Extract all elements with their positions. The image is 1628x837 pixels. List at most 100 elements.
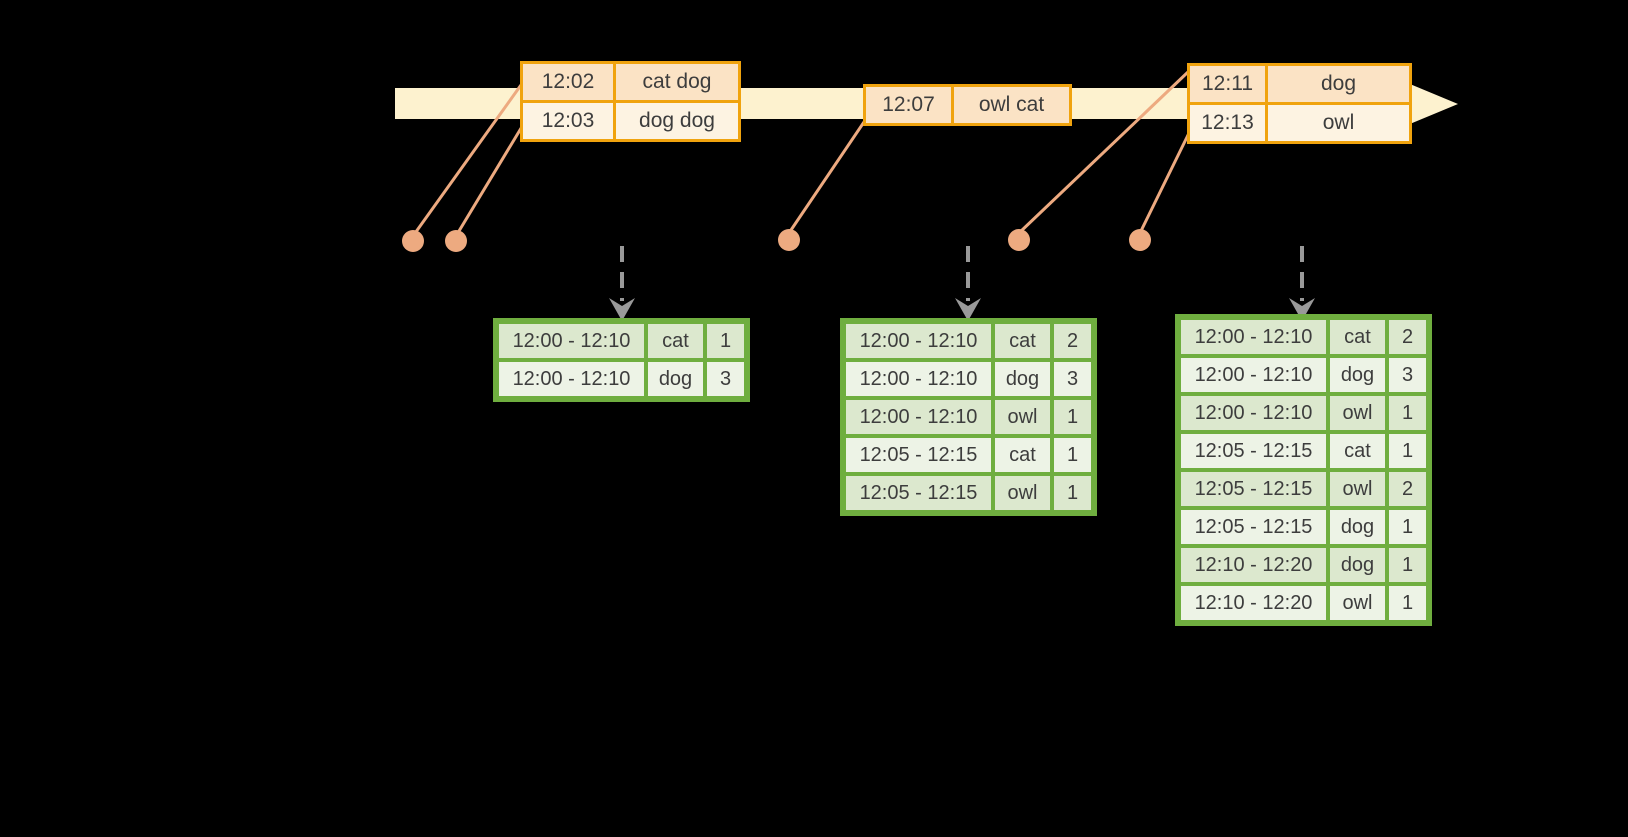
- word-cell: owl: [1330, 472, 1385, 506]
- window-cell: 12:05 - 12:15: [1181, 510, 1326, 544]
- window-cell: 12:00 - 12:10: [499, 324, 644, 358]
- count-cell: 1: [1054, 438, 1091, 472]
- count-cell: 1: [1054, 476, 1091, 510]
- word-cell: cat: [995, 438, 1050, 472]
- event-time-cell: 12:02: [520, 61, 616, 103]
- word-cell: owl: [1330, 396, 1385, 430]
- word-cell: dog: [1330, 548, 1385, 582]
- connector-line: [454, 124, 525, 237]
- count-cell: 3: [1389, 358, 1426, 392]
- word-cell: dog: [648, 362, 703, 396]
- event-dot: [778, 229, 800, 251]
- window-cell: 12:10 - 12:20: [1181, 548, 1326, 582]
- count-cell: 1: [1389, 396, 1426, 430]
- window-cell: 12:05 - 12:15: [1181, 472, 1326, 506]
- word-cell: owl: [1330, 586, 1385, 620]
- count-cell: 2: [1054, 324, 1091, 358]
- word-cell: dog: [1330, 358, 1385, 392]
- window-cell: 12:05 - 12:15: [1181, 434, 1326, 468]
- count-cell: 1: [1389, 434, 1426, 468]
- window-cell: 12:00 - 12:10: [846, 400, 991, 434]
- word-cell: dog: [1330, 510, 1385, 544]
- event-time-cell: 12:03: [520, 100, 616, 142]
- window-cell: 12:00 - 12:10: [1181, 358, 1326, 392]
- event-words-cell: dog dog: [613, 100, 741, 142]
- word-cell: cat: [1330, 434, 1385, 468]
- count-cell: 1: [1389, 548, 1426, 582]
- event-words-cell: cat dog: [613, 61, 741, 103]
- count-cell: 3: [1054, 362, 1091, 396]
- window-cell: 12:00 - 12:10: [1181, 320, 1326, 354]
- count-cell: 1: [1389, 510, 1426, 544]
- event-words-cell: dog: [1265, 63, 1412, 105]
- arrow-down-icon: [609, 298, 635, 321]
- arrow-down-icon: [955, 298, 981, 321]
- event-time-cell: 12:11: [1187, 63, 1268, 105]
- count-cell: 2: [1389, 472, 1426, 506]
- count-cell: 1: [1054, 400, 1091, 434]
- event-dot: [1129, 229, 1151, 251]
- word-cell: owl: [995, 400, 1050, 434]
- event-words-cell: owl: [1265, 102, 1412, 144]
- count-cell: 1: [1389, 586, 1426, 620]
- event-dot: [1008, 229, 1030, 251]
- count-cell: 2: [1389, 320, 1426, 354]
- event-words-cell: owl cat: [951, 84, 1072, 126]
- window-cell: 12:00 - 12:10: [846, 362, 991, 396]
- word-cell: cat: [995, 324, 1050, 358]
- window-cell: 12:00 - 12:10: [846, 324, 991, 358]
- count-cell: 3: [707, 362, 744, 396]
- connector-line: [1017, 70, 1190, 235]
- event-time-cell: 12:07: [863, 84, 954, 126]
- event-time-cell: 12:13: [1187, 102, 1268, 144]
- window-cell: 12:05 - 12:15: [846, 476, 991, 510]
- connector-line: [787, 121, 866, 234]
- count-cell: 1: [707, 324, 744, 358]
- window-cell: 12:00 - 12:10: [1181, 396, 1326, 430]
- window-cell: 12:10 - 12:20: [1181, 586, 1326, 620]
- arrow-down-icon: [1289, 298, 1315, 321]
- connector-line: [1138, 130, 1192, 234]
- connector-line: [411, 84, 523, 237]
- word-cell: cat: [648, 324, 703, 358]
- word-cell: dog: [995, 362, 1050, 396]
- window-cell: 12:00 - 12:10: [499, 362, 644, 396]
- event-dot: [402, 230, 424, 252]
- word-cell: cat: [1330, 320, 1385, 354]
- word-cell: owl: [995, 476, 1050, 510]
- event-dot: [445, 230, 467, 252]
